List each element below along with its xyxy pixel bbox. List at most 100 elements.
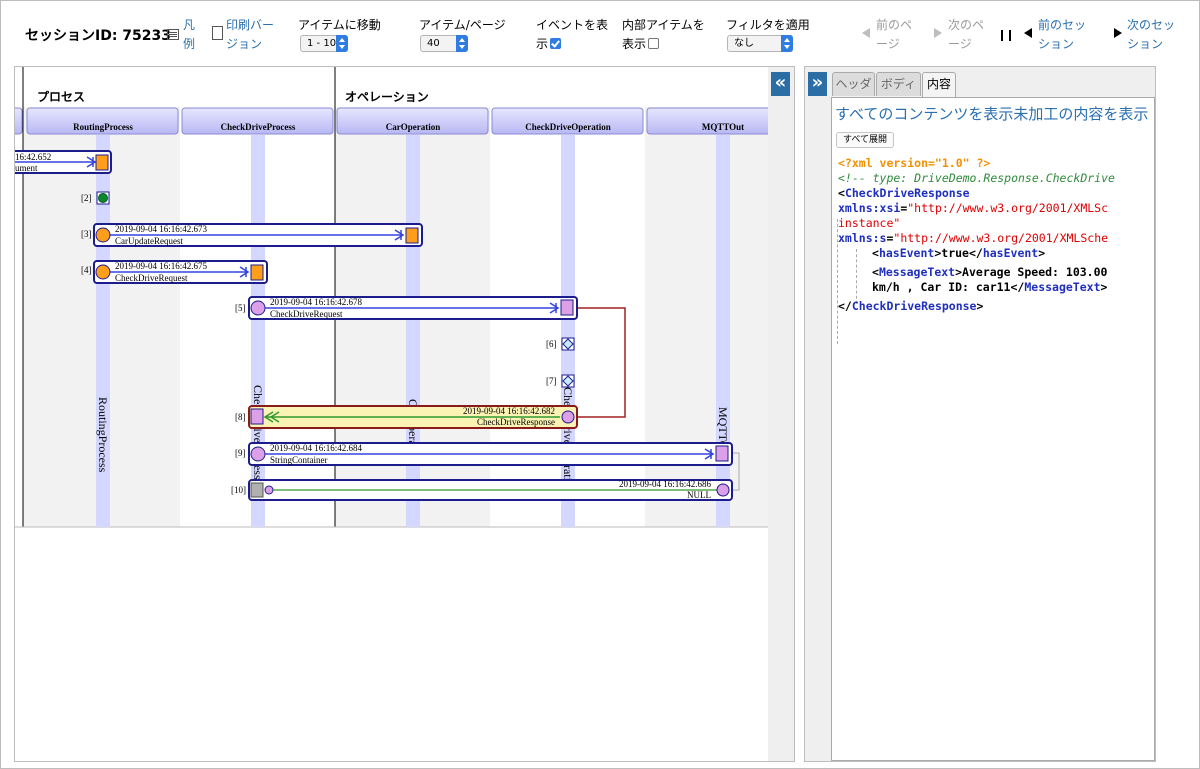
sequence-diagram-svg: プロセス オペレーション RoutingProcess CheckDrivePr… — [15, 67, 769, 528]
message-name: NULL — [687, 490, 711, 500]
message-time: 2019-09-04 16:16:42.675 — [115, 261, 207, 271]
show-raw-contents-link[interactable]: 未加工の内容を表示 — [1013, 105, 1149, 123]
internal-items-checkbox[interactable] — [648, 38, 660, 49]
lifeline — [406, 135, 420, 527]
xml-attr-value-cont: instance" — [838, 216, 901, 230]
select-stepper-icon — [781, 35, 793, 52]
lifeline — [716, 135, 730, 527]
select-stepper-icon — [456, 35, 468, 52]
prev-page-link[interactable]: 前のページ — [876, 18, 913, 51]
message-item[interactable]: 16:42.652 ument — [15, 150, 112, 174]
lane-title: RoutingProcess — [73, 122, 133, 132]
tree-guide — [856, 249, 857, 304]
message-name: CheckDriveRequest — [270, 309, 343, 319]
lane-title: MQTTOut — [702, 122, 744, 132]
xml-attr-value: "http://www.w3.org/2001/XMLSche — [893, 231, 1109, 245]
xml-tag-name: MessageText — [1024, 280, 1101, 294]
message-item-selected[interactable]: 2019-09-04 16:16:42.682 CheckDriveRespon… — [248, 405, 578, 429]
pause-icon[interactable] — [1001, 30, 1011, 41]
xml-root-open[interactable]: <CheckDriveResponse — [838, 186, 970, 200]
lane-title: CheckDriveProcess — [221, 122, 296, 132]
message-name: ument — [15, 163, 38, 173]
collapse-left-button[interactable]: « — [771, 72, 790, 96]
message-item[interactable]: 2019-09-04 16:16:42.673 CarUpdateRequest — [93, 223, 423, 247]
show-events-toggle[interactable]: イベントを表示 — [536, 16, 608, 54]
internal-items-label: 内部アイテムを表示 — [622, 18, 705, 51]
message-item[interactable]: 2019-09-04 16:16:42.684 StringContainer — [248, 442, 733, 466]
jump-label: アイテムに移動 — [298, 18, 381, 32]
prev-page-icon[interactable] — [862, 28, 870, 38]
message-time: 2019-09-04 16:16:42.673 — [115, 224, 207, 234]
xml-text-value: true — [941, 246, 969, 260]
tab-contents[interactable]: 内容 — [922, 72, 956, 97]
xml-element-hasevent[interactable]: <hasEvent>true</hasEvent> — [872, 246, 1046, 260]
show-all-contents-link[interactable]: すべてのコンテンツを表示 — [835, 105, 1014, 123]
legend-link[interactable]: 凡例 — [183, 18, 196, 51]
event-diamond-icon — [562, 338, 574, 350]
print-version-link[interactable]: 印刷バージョン — [226, 18, 275, 51]
message-index: [7] — [546, 376, 557, 386]
expand-all-button[interactable]: すべて展開 — [836, 132, 895, 148]
tab-header[interactable]: ヘッダ — [832, 72, 875, 96]
select-stepper-icon — [336, 35, 348, 52]
message-index: [10] — [231, 485, 246, 495]
session-title: セッションID: 75233 — [25, 28, 172, 44]
xml-attr-name: xmlns:s — [838, 231, 887, 245]
xml-comment: <!-- type: DriveDemo.Response.CheckDrive — [838, 171, 1115, 185]
xml-tag-name: CheckDriveResponse — [851, 299, 977, 313]
xml-tag-name: MessageText — [878, 265, 956, 279]
next-page-link[interactable]: 次のページ — [948, 18, 985, 51]
lane-header-caroperation[interactable] — [336, 107, 489, 135]
lane-header-mqttout[interactable] — [646, 107, 769, 135]
message-item[interactable]: 2019-09-04 16:16:42.686 NULL — [248, 479, 733, 501]
vertical-lane-label: RoutingProcess — [96, 397, 110, 473]
xml-text-value: km/h , Car ID: car11 — [872, 280, 1011, 294]
document-icon[interactable] — [212, 26, 223, 40]
filter-value: なし — [734, 38, 754, 49]
xml-attr-xsi: xmlns:xsi="http://www.w3.org/2001/XMLSc — [838, 201, 1109, 215]
show-events-label: イベントを表示 — [536, 18, 609, 51]
next-session-icon[interactable] — [1114, 28, 1122, 38]
message-time: 2019-09-04 16:16:42.678 — [270, 297, 362, 307]
jump-select[interactable]: 1 - 10 — [300, 35, 348, 52]
xml-text-value: Average Speed: 103.00 — [962, 265, 1108, 279]
prev-session-icon[interactable] — [1024, 28, 1032, 38]
message-name: CheckDriveResponse — [477, 417, 555, 427]
legend-icon[interactable] — [167, 29, 179, 40]
xml-declaration: <?xml version="1.0" ?> — [838, 156, 991, 170]
xml-root-close[interactable]: </CheckDriveResponse> — [838, 299, 984, 313]
message-name: CarUpdateRequest — [115, 236, 183, 246]
message-index: [9] — [235, 448, 246, 458]
xml-attr-name: xmlns:xsi — [838, 201, 901, 215]
xml-viewer: <?xml version="1.0" ?><!-- type: DriveDe… — [838, 156, 1148, 314]
lane-title: CheckDriveOperation — [525, 122, 611, 132]
response-connector — [731, 452, 740, 491]
expand-right-button[interactable]: » — [808, 72, 827, 96]
lane-header-routingprocess[interactable] — [26, 107, 179, 135]
per-page-label: アイテム/ページ — [419, 18, 506, 32]
lane-title: CarOperation — [386, 122, 441, 132]
internal-items-toggle[interactable]: 内部アイテムを表示 — [622, 16, 706, 54]
next-page-icon[interactable] — [934, 28, 942, 38]
message-time: 2019-09-04 16:16:42.686 — [619, 479, 711, 489]
per-page-select[interactable]: 40 — [420, 35, 468, 52]
filter-select[interactable]: なし — [727, 35, 793, 52]
message-index: [5] — [235, 303, 246, 313]
xml-tag-name: hasEvent — [982, 246, 1039, 260]
lane-header-checkdriveoperation[interactable] — [491, 107, 644, 135]
message-time: 16:42.652 — [15, 152, 51, 162]
message-item[interactable]: 2019-09-04 16:16:42.678 CheckDriveReques… — [248, 296, 578, 320]
tree-guide — [837, 219, 838, 344]
lane-header-checkdriveprocess[interactable] — [181, 107, 334, 135]
show-events-checkbox[interactable] — [550, 38, 562, 49]
xml-element-messagetext[interactable]: <MessageText>Average Speed: 103.00 — [872, 265, 1108, 279]
tab-body[interactable]: ボディ — [876, 72, 921, 96]
xml-tag-name: CheckDriveResponse — [844, 186, 970, 200]
message-index: [6] — [546, 339, 557, 349]
xml-tag-name: hasEvent — [878, 246, 935, 260]
message-index: [4] — [81, 265, 92, 275]
sequence-diagram: プロセス オペレーション RoutingProcess CheckDrivePr… — [14, 66, 770, 762]
prev-session-link[interactable]: 前のセッション — [1038, 18, 1087, 51]
next-session-link[interactable]: 次のセッション — [1127, 18, 1176, 51]
message-item[interactable]: 2019-09-04 16:16:42.675 CheckDriveReques… — [93, 260, 268, 284]
